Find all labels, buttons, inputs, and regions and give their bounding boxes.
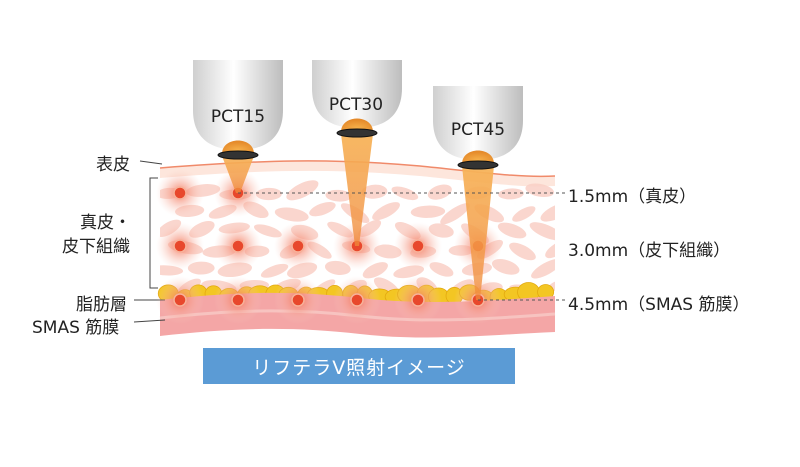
label-smas: SMAS 筋膜 — [32, 318, 120, 338]
dermis-cell — [531, 258, 555, 279]
focal-point — [411, 293, 425, 307]
dermis-cell — [497, 222, 527, 239]
dermis-cell — [255, 187, 282, 201]
dermis-cell — [498, 188, 524, 200]
dermis-cell — [509, 242, 536, 261]
dermis-cell — [391, 186, 419, 201]
probe-label-pct45: PCT45 — [450, 120, 506, 140]
smas-leader — [133, 319, 166, 323]
focal-point — [291, 293, 305, 307]
epidermis-leader — [139, 160, 163, 165]
focal-point — [231, 239, 245, 253]
dermis-bracket — [149, 177, 158, 289]
dermis-cell — [525, 183, 555, 198]
label-depth-30: 3.0mm（皮下組織） — [568, 241, 731, 261]
dermis-cell — [361, 184, 388, 199]
transducer-dome — [341, 118, 373, 132]
dermis-cell — [325, 189, 352, 202]
dermis-cell — [491, 259, 520, 275]
label-depth-45: 4.5mm（SMAS 筋膜） — [568, 295, 750, 315]
probe-body — [312, 60, 402, 128]
focal-point — [411, 239, 425, 253]
dermis-cell — [260, 263, 289, 278]
dermis-cell — [410, 205, 446, 218]
probe-label-pct15: PCT15 — [210, 107, 266, 127]
transducer-dome — [222, 140, 254, 154]
dermis-cell — [286, 180, 319, 201]
transducer-ring — [336, 128, 378, 138]
focal-point — [231, 293, 245, 307]
ultrasound-beam — [462, 166, 494, 300]
epidermis-layer — [160, 160, 555, 187]
dermis-cell — [254, 224, 282, 238]
focal-point — [173, 186, 187, 200]
caption-box: リフテラV照射イメージ — [203, 348, 515, 384]
caption-text: リフテラV照射イメージ — [252, 356, 466, 379]
transducer-ring — [217, 150, 259, 160]
probe-body — [193, 60, 283, 150]
dermis-cell — [512, 206, 536, 222]
transducer-dome — [462, 150, 494, 164]
focal-point — [350, 293, 364, 307]
label-fat: 脂肪層 — [76, 295, 127, 315]
focal-point — [173, 293, 187, 307]
label-dermis-line1: 真皮・ — [80, 213, 131, 233]
probe-body — [433, 86, 523, 160]
transducer-ring — [457, 160, 499, 170]
label-dermis-line2: 皮下組織 — [62, 237, 130, 257]
dermis-cell — [440, 203, 470, 225]
label-depth-15: 1.5mm（真皮） — [568, 187, 697, 207]
focal-point — [291, 239, 305, 253]
probes — [193, 60, 523, 300]
dermis-cell — [545, 240, 555, 259]
dermis-cell — [274, 207, 309, 222]
dermis-cell — [309, 201, 336, 217]
dermis-cell — [540, 202, 555, 222]
ultrasound-beam — [222, 156, 254, 193]
focal-point — [173, 239, 187, 253]
probe-label-pct30: PCT30 — [328, 95, 384, 115]
ultrasound-beam — [341, 134, 373, 246]
dermis-cell — [429, 262, 454, 277]
dermis-cell — [362, 262, 388, 279]
label-epidermis: 表皮 — [96, 155, 130, 175]
dermis-cell — [372, 202, 400, 221]
dermis-cell — [427, 184, 452, 200]
dermis-cell — [529, 222, 555, 241]
